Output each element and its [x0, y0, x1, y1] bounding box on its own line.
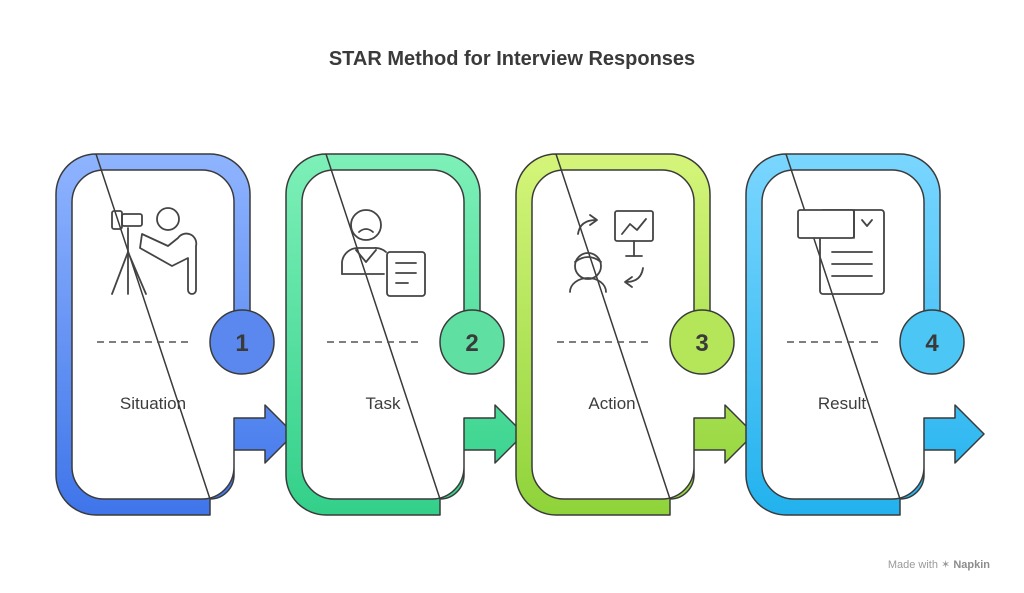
diagram-title: STAR Method for Interview Responses — [328, 48, 696, 70]
credit-brand: Napkin — [953, 559, 990, 571]
step-3-badge — [669, 309, 735, 375]
person-chart-arrows-icon — [569, 210, 654, 293]
dropdown-document-icon — [797, 209, 885, 295]
step-situation: 1 Situation — [55, 153, 295, 516]
step-1-label: Situation — [120, 394, 186, 413]
step-4-frame — [745, 153, 985, 516]
step-3-frame — [515, 153, 755, 516]
step-task: 2 Task — [285, 153, 525, 516]
step-1-number: 1 — [235, 330, 248, 357]
credit-prefix: Made with — [887, 559, 938, 571]
step-result: 4 Result — [745, 153, 985, 516]
made-with-credit: Made with ✶ Napkin — [888, 558, 990, 571]
step-4-label: Result — [818, 394, 866, 413]
step-3-number: 3 — [695, 330, 708, 357]
step-2-label: Task — [366, 394, 401, 413]
step-4-number: 4 — [925, 330, 939, 357]
step-action: 3 Action — [515, 153, 755, 516]
step-2-frame — [285, 153, 525, 516]
person-document-icon — [341, 209, 426, 297]
napkin-logo-icon: ✶ — [941, 559, 951, 571]
step-4-badge — [899, 309, 965, 375]
step-2-number: 2 — [465, 330, 478, 357]
step-1-badge — [209, 309, 275, 375]
step-1-frame — [55, 153, 295, 516]
step-3-label: Action — [588, 394, 635, 413]
photographer-camera-icon — [111, 207, 198, 295]
step-2-badge — [439, 309, 505, 375]
